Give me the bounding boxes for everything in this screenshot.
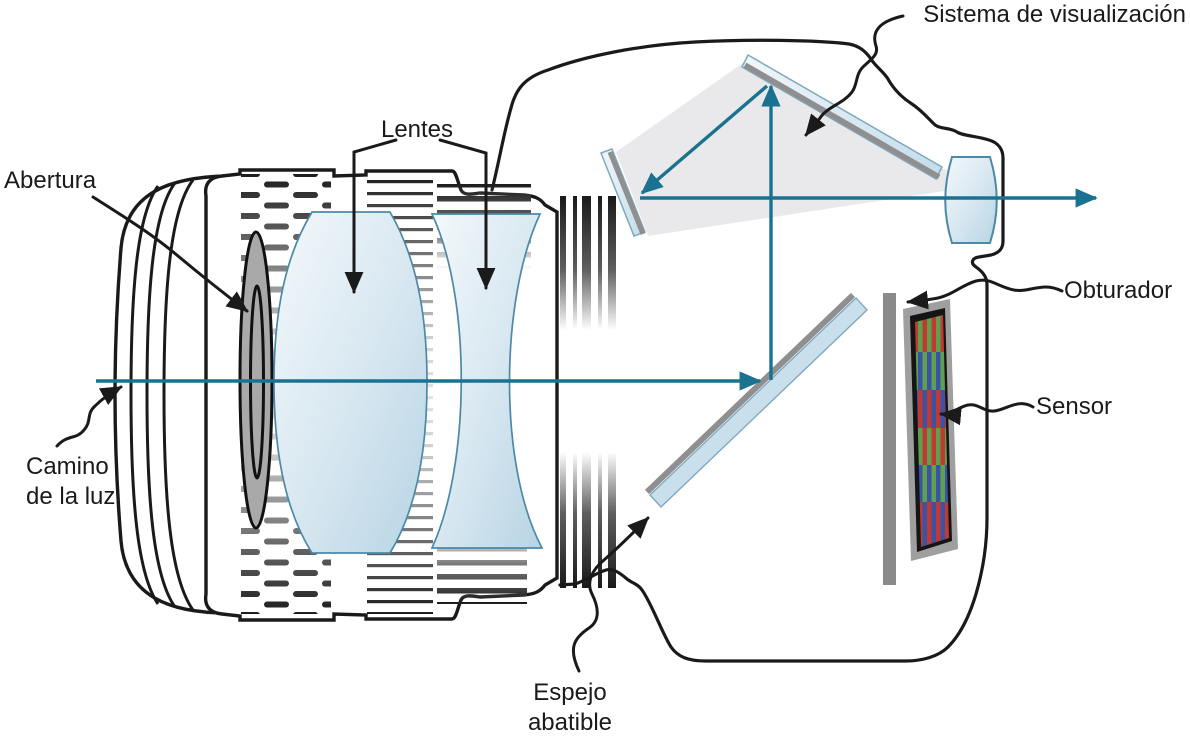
label-shutter: Obturador	[1064, 277, 1172, 304]
lens-barrel	[113, 168, 616, 622]
label-light-path-line2: de la luz	[26, 483, 115, 510]
viewfinder-top-mirror	[741, 53, 943, 181]
label-aperture: Abertura	[4, 167, 97, 194]
front-rings	[129, 179, 195, 611]
lens-mount-bars	[560, 196, 616, 588]
arrow-lens-left	[344, 138, 398, 294]
light-path-diagonal-arrow	[640, 84, 769, 195]
light-path	[96, 84, 1098, 391]
label-lenses: Lentes	[381, 116, 453, 143]
label-light-path-line1: Camino	[26, 453, 109, 480]
viewfinder-left-mirror	[600, 148, 646, 237]
pentaprism-body	[616, 58, 997, 236]
label-flip-mirror-line2: abatible	[528, 709, 612, 736]
arrow-shutter	[906, 278, 1064, 310]
flip-mirror	[644, 292, 868, 509]
label-sensor: Sensor	[1036, 393, 1112, 420]
arrow-light-path	[55, 385, 123, 448]
label-arrows	[55, 14, 1064, 673]
label-viewing-system: Sistema de visualización	[923, 1, 1186, 28]
label-flip-mirror-line1: Espejo	[533, 679, 606, 706]
image-sensor	[903, 299, 958, 561]
camera-body-outline	[490, 38, 1005, 663]
arrow-sensor	[939, 402, 1035, 426]
arrow-lens-right	[438, 138, 496, 290]
shutter-bar	[883, 293, 896, 585]
arrow-flip-mirror	[571, 516, 650, 673]
arrow-aperture	[91, 195, 249, 313]
arrow-viewing-system	[804, 14, 905, 137]
eyepiece-lens	[944, 156, 998, 244]
